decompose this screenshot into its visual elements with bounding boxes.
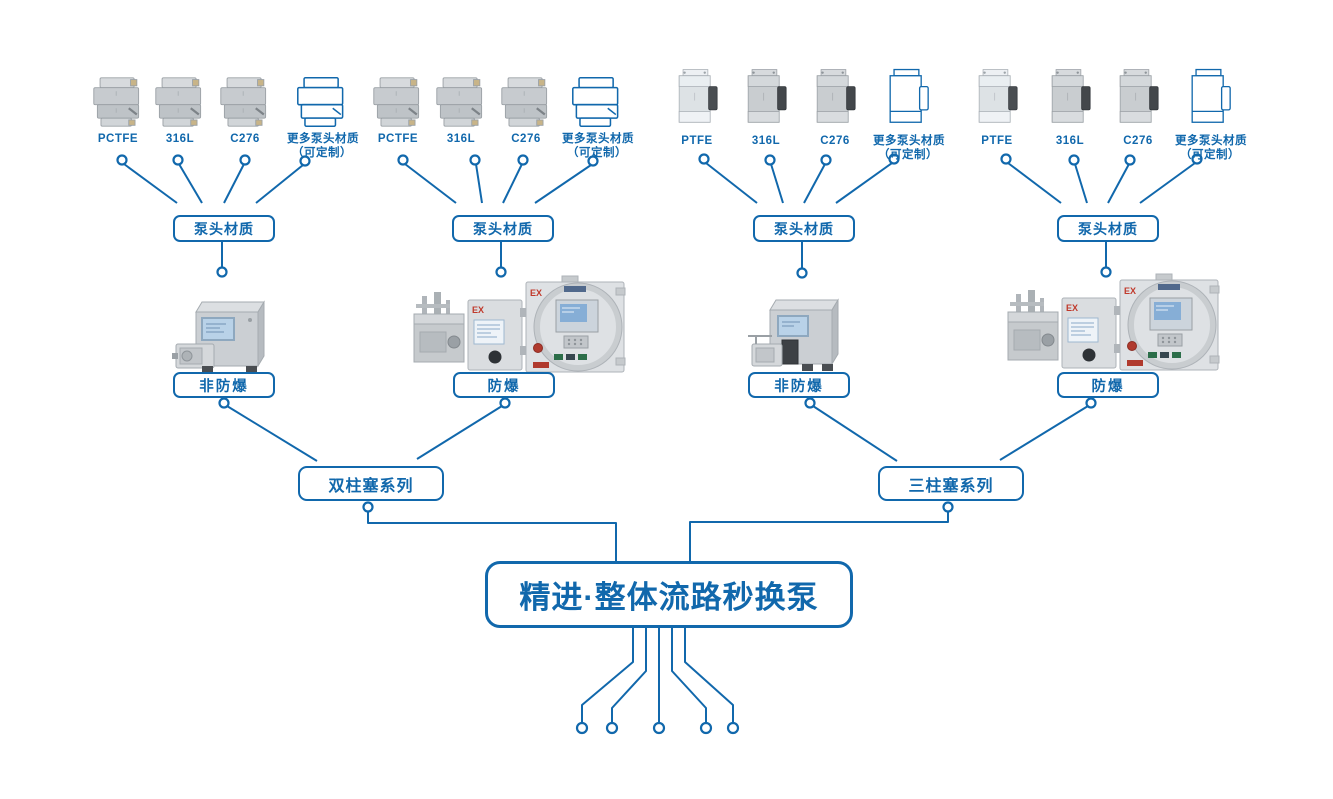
pump-head-label: 316L <box>1055 135 1085 147</box>
diagram-title: 精进·整体流路秒换泵 <box>485 561 853 628</box>
pump-head-label: PCTFE <box>97 133 139 145</box>
pump-head-option: C276 <box>210 76 280 146</box>
pump-head-sublabel: （可定制） <box>878 149 938 161</box>
pump-head-option: C276 <box>1103 68 1173 148</box>
pump-head-label: 更多泵头材质 <box>873 135 945 147</box>
pump-head-sublabel: （可定制） <box>292 147 352 159</box>
pump-head-label: 更多泵头材质 <box>562 133 634 145</box>
pump-head-outline-icon <box>1185 68 1235 130</box>
pump-head-label: C276 <box>511 133 541 145</box>
pump-image-explosion-proof <box>1006 268 1222 374</box>
pump-head-option: PCTFE <box>363 76 433 146</box>
material-box: 泵头材质 <box>753 215 855 242</box>
pump-head-option: C276 <box>491 76 561 146</box>
pump-head-label: 316L <box>446 133 476 145</box>
pump-head-option: PTFE <box>962 68 1032 148</box>
pump-head-label: 316L <box>751 135 781 147</box>
pump-head-label: 316L <box>165 133 195 145</box>
pump-head-outline-icon <box>883 68 933 130</box>
material-box: 泵头材质 <box>173 215 275 242</box>
pump-head-label: C276 <box>1123 135 1153 147</box>
series-box-double-plunger: 双柱塞系列 <box>298 466 444 501</box>
pump-head-option-custom: 更多泵头材质 （可定制） <box>562 76 634 160</box>
pump-head-option: 316L <box>426 76 496 146</box>
pump-head-option-custom: 更多泵头材质 （可定制） <box>873 68 945 162</box>
pump-image-explosion-proof <box>412 270 628 376</box>
pump-head-sublabel: （可定制） <box>1180 149 1240 161</box>
series-box-triple-plunger: 三柱塞系列 <box>878 466 1024 501</box>
pump-head-label: C276 <box>820 135 850 147</box>
pump-head-label: PTFE <box>981 135 1013 147</box>
pump-head-option: 316L <box>1035 68 1105 148</box>
pump-head-label: PTFE <box>681 135 713 147</box>
type-box: 防爆 <box>1057 372 1159 398</box>
type-box: 防爆 <box>453 372 555 398</box>
pump-head-label: 更多泵头材质 <box>287 133 359 145</box>
pump-head-option: PTFE <box>662 68 732 148</box>
material-box: 泵头材质 <box>452 215 554 242</box>
pump-head-label: 更多泵头材质 <box>1175 135 1247 147</box>
pump-head-sublabel: （可定制） <box>567 147 627 159</box>
pump-image-non-explosion-proof <box>172 298 272 382</box>
pump-head-option: 316L <box>145 76 215 146</box>
pump-head-option: PCTFE <box>83 76 153 146</box>
pump-head-option-custom: 更多泵头材质 （可定制） <box>287 76 359 160</box>
pump-head-option: C276 <box>800 68 870 148</box>
pump-head-option-custom: 更多泵头材质 （可定制） <box>1175 68 1247 162</box>
pump-head-label: C276 <box>230 133 260 145</box>
pump-head-outline-icon <box>568 76 626 128</box>
pump-image-non-explosion-proof <box>746 296 846 380</box>
pump-head-outline-icon <box>293 76 351 128</box>
type-box: 非防爆 <box>748 372 850 398</box>
pump-head-label: PCTFE <box>377 133 419 145</box>
pump-head-option: 316L <box>731 68 801 148</box>
type-box: 非防爆 <box>173 372 275 398</box>
material-box: 泵头材质 <box>1057 215 1159 242</box>
